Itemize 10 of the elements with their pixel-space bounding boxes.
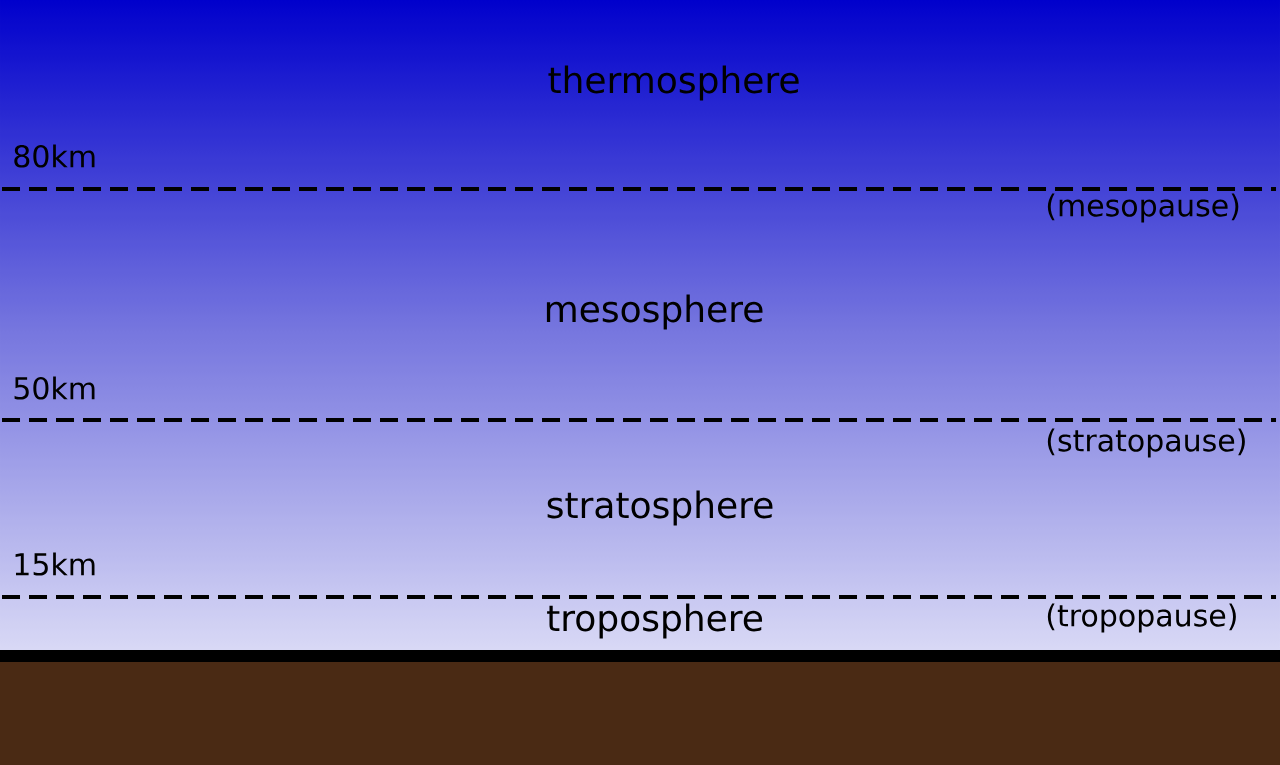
layer-label: thermosphere — [548, 65, 799, 101]
boundary-label: (tropopause) — [1047, 603, 1236, 633]
altitude-label: 15km — [15, 552, 95, 576]
boundary-label: (mesopause) — [1047, 193, 1239, 223]
altitude-label: 50km — [14, 376, 95, 400]
layer-label: mesosphere — [546, 294, 763, 330]
layer-label: troposphere — [547, 603, 763, 639]
boundary-label: (stratopause) — [1047, 428, 1245, 458]
layer-label: stratosphere — [547, 490, 773, 526]
altitude-label: 80km — [14, 144, 95, 168]
